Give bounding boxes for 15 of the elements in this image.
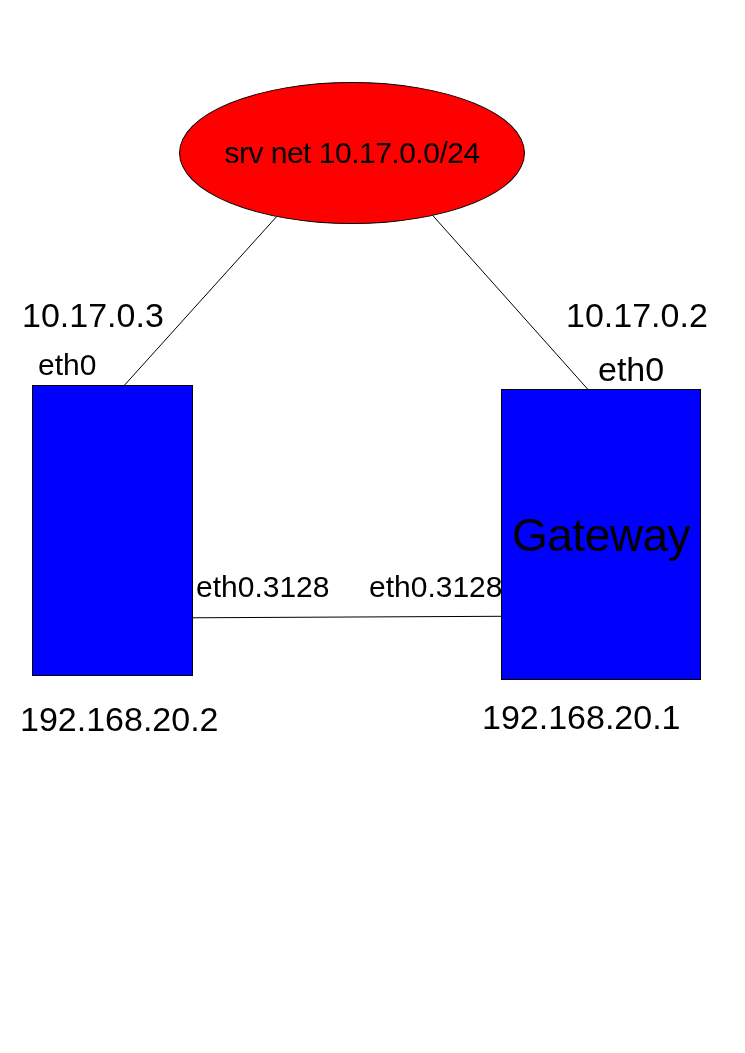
host-box (32, 385, 193, 676)
host-box (501, 389, 701, 680)
interface-label: 192.168.20.1 (482, 698, 681, 737)
interface-label: eth0.3128 (369, 570, 503, 604)
connector-line (432, 215, 589, 390)
connector-line (192, 615, 502, 619)
connector-line (124, 216, 277, 386)
node-label: Gateway (512, 507, 690, 562)
ip-address-label: 10.17.0.2 (566, 296, 708, 335)
interface-label: eth0.3128 (196, 570, 330, 604)
interface-label: 192.168.20.2 (20, 700, 219, 739)
interface-label: eth0 (598, 350, 665, 389)
node-label: srv net 10.17.0.0/24 (224, 136, 480, 170)
ip-address-label: 10.17.0.3 (22, 296, 164, 335)
interface-label: eth0 (38, 348, 97, 382)
